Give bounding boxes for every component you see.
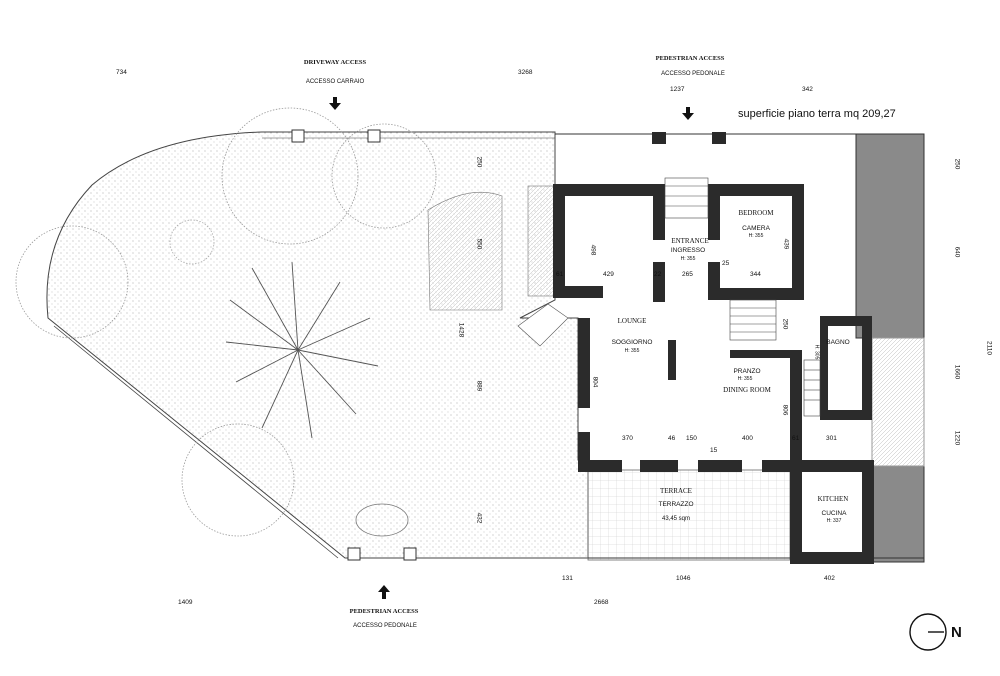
dim-bottom: 2668 xyxy=(594,599,609,606)
room-kitchen-label: KITCHEN xyxy=(817,495,849,503)
room-dining-label-it: PRANZO xyxy=(733,368,761,375)
room-bath-height: H: 305 xyxy=(813,344,820,360)
gate-posts-dark xyxy=(652,132,726,144)
palm-tree-icon xyxy=(225,261,379,439)
dim-right: 250 xyxy=(953,158,961,170)
room-bedroom-label: BEDROOM xyxy=(738,209,774,217)
pedestrian-access-bottom-label-it: ACCESSO PEDONALE xyxy=(353,623,417,629)
dim-mid: 889 xyxy=(475,380,483,392)
room-entrance-label: ENTRANCE xyxy=(671,237,709,245)
dim-top: 734 xyxy=(116,69,127,76)
dim-interior: 370 xyxy=(622,435,633,442)
driveway-access-label-it: ACCESSO CARRAIO xyxy=(305,79,365,85)
dim-interior: 344 xyxy=(750,271,761,278)
dim-interior: 61 xyxy=(556,271,564,278)
pedestrian-access-bottom-label: PEDESTRIAN ACCESS xyxy=(349,608,419,615)
room-kitchen-label-it: CUCINA xyxy=(821,510,847,517)
room-lounge-label-it: SOGGIORNO xyxy=(611,339,653,346)
dim-interior: 400 xyxy=(742,435,753,442)
room-terrace-label-it: TERRAZZO xyxy=(658,501,694,508)
access-arrows xyxy=(329,97,694,599)
room-lounge-height: H: 355 xyxy=(624,348,640,354)
north-arrow-icon xyxy=(909,613,947,651)
dim-bottom: 1409 xyxy=(178,599,193,606)
room-lounge-label: LOUNGE xyxy=(617,317,647,325)
dim-interior: 46 xyxy=(668,435,676,442)
pedestrian-access-top-label: PEDESTRIAN ACCESS xyxy=(655,55,725,62)
pedestrian-access-top-label-it: ACCESSO PEDONALE xyxy=(661,71,725,77)
room-entrance-label-it: INGRESSO xyxy=(670,247,706,254)
dim-interior: 61 xyxy=(792,435,800,442)
room-bedroom-height: H: 355 xyxy=(748,233,764,239)
dim-mid: 1428 xyxy=(457,322,465,338)
gate-posts xyxy=(291,129,417,561)
room-bedroom-label-it: CAMERA xyxy=(742,225,770,232)
room-entrance-height: H: 355 xyxy=(680,256,696,262)
dim-interior: 265 xyxy=(682,271,693,278)
room-terrace-area: 43,45 sqm xyxy=(661,516,691,522)
dim-top: 342 xyxy=(802,86,813,93)
trees xyxy=(15,107,437,537)
dim-interior-v: 806 xyxy=(781,404,789,416)
dim-interior-v: 498 xyxy=(589,244,597,256)
dim-mid: 250 xyxy=(475,156,483,168)
dim-right: 1220 xyxy=(953,430,961,446)
dim-interior: 150 xyxy=(686,435,697,442)
dim-bottom: 131 xyxy=(562,575,573,582)
adjacent-buildings xyxy=(855,133,925,563)
dim-mid: 432 xyxy=(475,512,483,524)
dim-interior-v: 439 xyxy=(782,238,790,250)
driveway-access-label: DRIVEWAY ACCESS xyxy=(303,59,367,66)
dim-right: 2110 xyxy=(985,341,993,355)
dim-bottom: 1046 xyxy=(676,575,691,582)
room-kitchen-height: H: 337 xyxy=(826,518,842,524)
ramps xyxy=(427,185,569,347)
dim-interior: 15 xyxy=(710,447,718,454)
dim-interior-v: 804 xyxy=(591,376,599,388)
room-dining-label: DINING ROOM xyxy=(723,386,771,394)
room-bath-label-it: BAGNO xyxy=(826,339,850,346)
dim-interior: 301 xyxy=(826,435,837,442)
dim-top: 1237 xyxy=(670,86,685,93)
dim-interior-v: 250 xyxy=(781,318,789,330)
dim-interior: 429 xyxy=(603,271,614,278)
dim-mid: 550 xyxy=(475,238,483,250)
room-terrace-label: TERRACE xyxy=(660,487,692,495)
dim-right: 1660 xyxy=(953,364,961,380)
dim-interior: 22 xyxy=(654,271,662,278)
dim-bottom: 402 xyxy=(824,575,835,582)
stairs xyxy=(664,177,821,417)
dim-interior: 25 xyxy=(722,260,730,267)
dim-top: 3268 xyxy=(518,69,533,76)
dim-right: 640 xyxy=(953,246,961,258)
north-label: N xyxy=(951,624,962,641)
house-walls xyxy=(553,184,874,564)
terrace-floor xyxy=(587,469,791,561)
plan-title: superficie piano terra mq 209,27 xyxy=(738,108,896,120)
room-dining-height: H: 355 xyxy=(737,376,753,382)
garden xyxy=(46,131,589,559)
